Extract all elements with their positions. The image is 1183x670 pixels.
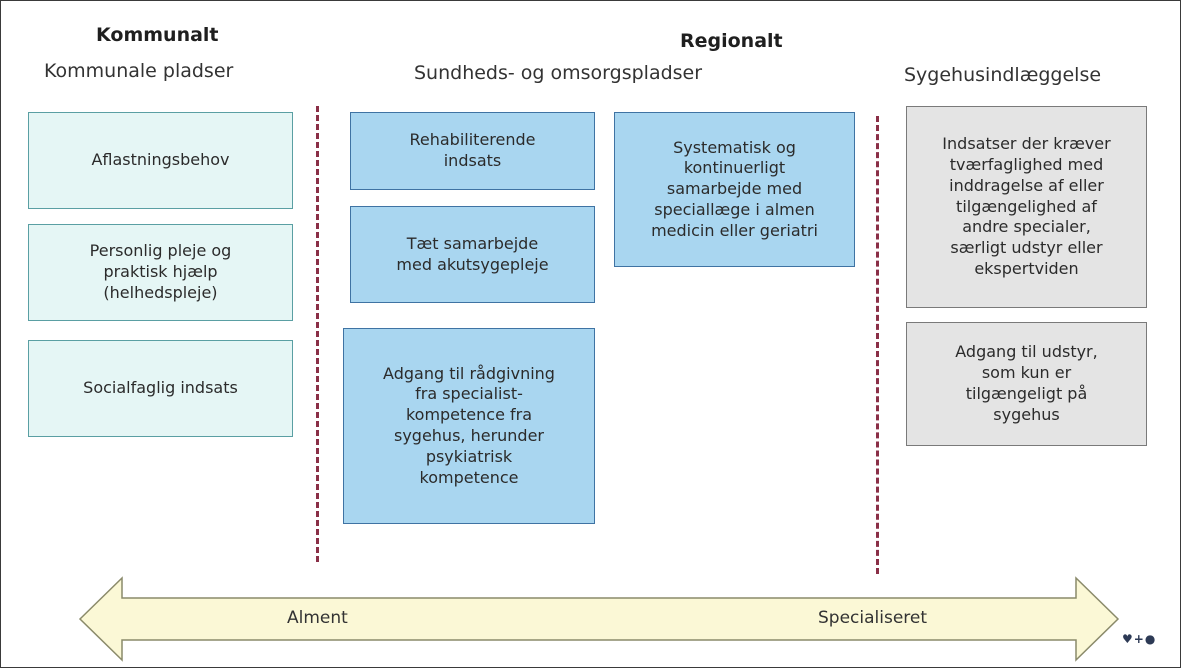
divider-regional-sygehus — [876, 116, 879, 574]
box-adgang-til-udstyr: Adgang til udstyr, som kun er tilgængeli… — [906, 322, 1147, 446]
logo: ♥+● — [1122, 632, 1157, 646]
arrow-shape — [78, 576, 1120, 662]
heading-kommunalt: Kommunalt — [96, 24, 219, 46]
box-rehabiliterende-indsats: Rehabiliterende indsats — [350, 112, 595, 190]
box-adgang-raadgivning-specialist: Adgang til rådgivning fra specialist- ko… — [343, 328, 595, 524]
heading-sundheds-og-omsorgspladser: Sundheds- og omsorgspladser — [414, 62, 703, 84]
box-aflastningsbehov: Aflastningsbehov — [28, 112, 293, 209]
box-indsatser-tvaerfaglighed: Indsatser der kræver tværfaglighed med i… — [906, 106, 1147, 308]
divider-kommunal-regional — [316, 106, 319, 562]
box-personlig-pleje: Personlig pleje og praktisk hjælp (helhe… — [28, 224, 293, 321]
box-systematisk-samarbejde: Systematisk og kontinuerligt samarbejde … — [614, 112, 855, 267]
heading-kommunale-pladser: Kommunale pladser — [44, 60, 234, 82]
heading-regionalt: Regionalt — [680, 30, 783, 52]
box-taet-samarbejde-akutsygepleje: Tæt samarbejde med akutsygepleje — [350, 206, 595, 303]
box-socialfaglig-indsats: Socialfaglig indsats — [28, 340, 293, 437]
heading-sygehusindlaeggelse: Sygehusindlæggelse — [904, 64, 1102, 86]
arrow-label-alment: Alment — [287, 608, 348, 628]
arrow-label-specialiseret: Specialiseret — [818, 608, 928, 628]
